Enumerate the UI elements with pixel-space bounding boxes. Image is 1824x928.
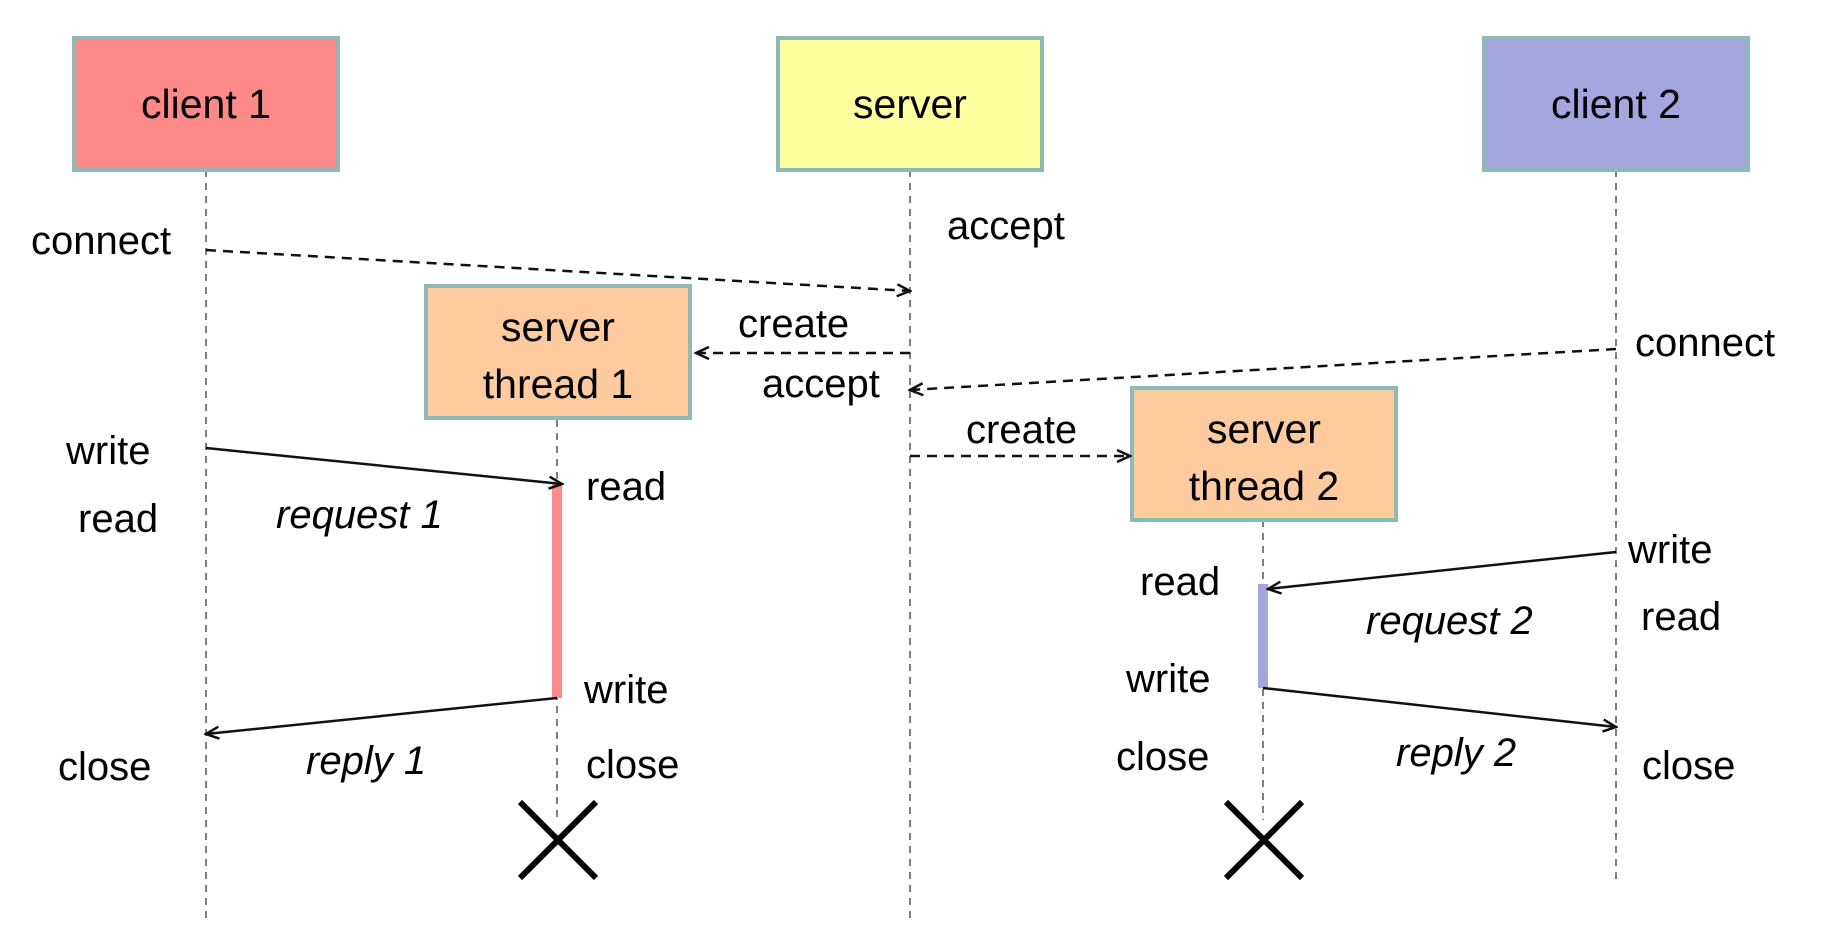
request2-label: request 2 [1366, 599, 1533, 643]
client2-box [1482, 36, 1750, 172]
thread2-activation-bar [1258, 584, 1268, 688]
request1-label: request 1 [276, 493, 443, 537]
create-label-2: create [966, 408, 1077, 452]
thread2-label-line1: server [1207, 406, 1321, 452]
thread1-read-label: read [586, 465, 666, 509]
connect-arrow-client2 [910, 347, 1617, 390]
thread1-label-line2: thread 1 [483, 361, 633, 407]
thread1-activation-bar [552, 484, 562, 698]
server-accept-label-1: accept [947, 204, 1065, 248]
thread2-termination-icon [1223, 799, 1305, 881]
create-label-1: create [738, 302, 849, 346]
thread2-read-label: read [1140, 560, 1220, 604]
connect-arrow-client1 [205, 248, 910, 291]
client2-participant: client 2 [1482, 36, 1750, 172]
client1-close-label: close [58, 745, 151, 789]
thread2-label-line2: thread 2 [1189, 463, 1339, 509]
thread1-write-label: write [583, 668, 668, 712]
client2-close-label: close [1642, 744, 1735, 788]
thread2-close-label: close [1116, 735, 1209, 779]
thread2-box [1130, 386, 1398, 522]
client2-connect-label: connect [1635, 321, 1775, 365]
client2-label: client 2 [1551, 81, 1681, 127]
thread1-label-line1: server [501, 304, 615, 350]
server-box [776, 36, 1044, 172]
client2-write-label: write [1627, 528, 1712, 572]
server-participant: server [776, 36, 1044, 172]
thread2-participant: server thread 2 [1130, 386, 1398, 522]
reply1-label: reply 1 [306, 739, 426, 783]
thread1-box [424, 284, 692, 420]
client1-connect-label: connect [31, 219, 171, 263]
client1-box [72, 36, 340, 172]
client1-participant: client 1 [72, 36, 340, 172]
request1-arrow [205, 446, 562, 484]
reply2-arrow [1262, 686, 1616, 727]
request2-arrow [1268, 550, 1617, 589]
client1-label: client 1 [141, 81, 271, 127]
reply1-arrow [206, 696, 558, 734]
client1-write-label: write [65, 429, 150, 473]
server-accept-label-2: accept [762, 362, 880, 406]
thread1-participant: server thread 1 [424, 284, 692, 420]
client2-read-label: read [1641, 595, 1721, 639]
thread1-close-label: close [586, 743, 679, 787]
client1-read-label: read [78, 497, 158, 541]
server-label: server [853, 81, 967, 127]
thread1-termination-icon [517, 799, 599, 881]
thread2-write-label: write [1125, 657, 1210, 701]
reply2-label: reply 2 [1396, 731, 1516, 775]
